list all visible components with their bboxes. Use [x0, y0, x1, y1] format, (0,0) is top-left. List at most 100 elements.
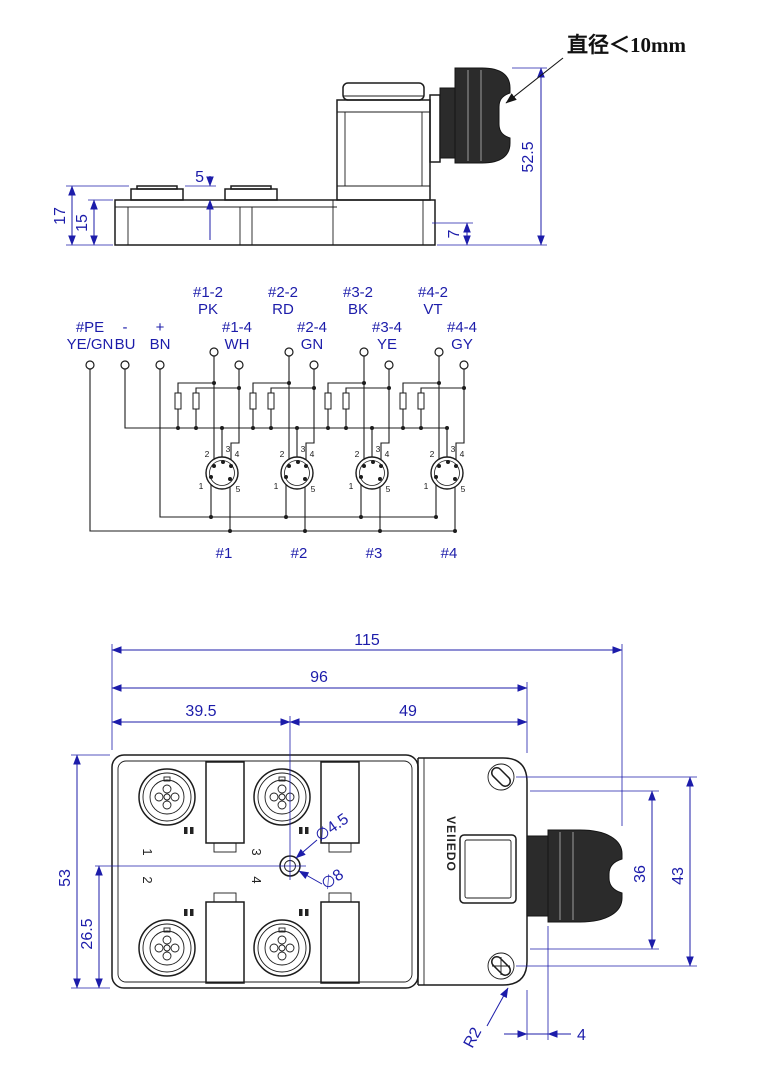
- center-cross: [492, 957, 510, 975]
- dim-r2: R2: [461, 1025, 486, 1051]
- led-indicator: [249, 392, 257, 410]
- signal-color: BK: [348, 301, 368, 318]
- device-body: [111, 754, 419, 989]
- wiring-port-3: #3-2 BK #3-4 YE 2 3 4: [324, 284, 402, 562]
- m12-connector: [138, 919, 196, 977]
- led-indicator: [417, 392, 425, 410]
- terminal-pe-id: #PE: [76, 319, 104, 336]
- pin-label: 5: [461, 484, 466, 494]
- mounting-slot: [491, 767, 511, 787]
- terminal-circle: [234, 360, 244, 370]
- dim-4: 4: [577, 1027, 586, 1044]
- pin-label: 4: [385, 449, 390, 459]
- side-view-dimensions: 52.5 7 17 15 5 直径＜10mm: [52, 33, 686, 246]
- pin-label: 1: [349, 481, 354, 491]
- terminal-minus-color: BU: [115, 336, 136, 353]
- pin-label: 5: [311, 484, 316, 494]
- pin-label: 1: [199, 481, 204, 491]
- dim-17: 17: [52, 207, 69, 225]
- mounting-slot: [491, 956, 511, 976]
- led-indicator: [174, 392, 182, 410]
- port-label: #3: [366, 545, 383, 562]
- pin-label: 1: [274, 481, 279, 491]
- side-view: [114, 67, 511, 246]
- dim-5: 5: [195, 169, 204, 186]
- dim-52-5: 52.5: [520, 141, 537, 172]
- wiring-port-4: #4-2 VT #4-4 GY 2 3 4: [399, 284, 477, 562]
- led-indicator: [324, 392, 332, 410]
- dim-43: 43: [670, 867, 687, 885]
- signal-id: #2-4: [297, 319, 327, 336]
- led-indicator: [342, 392, 350, 410]
- cable-gland-flange: [439, 87, 456, 159]
- wiring-diagram: #PE YE/GN - BU + BN #1-2 PK #1-4 WH: [67, 284, 477, 562]
- pin-label: 3: [301, 444, 306, 454]
- dim-115: 115: [354, 632, 380, 649]
- label-window: [205, 761, 245, 844]
- port-label: #4: [441, 545, 458, 562]
- pe-bus: [89, 369, 455, 532]
- terminal-minus-sign: -: [123, 319, 128, 336]
- terminal-circle: [85, 360, 95, 370]
- dim-53: 53: [57, 869, 74, 887]
- dim-15: 15: [74, 214, 91, 232]
- port-number: 4: [249, 876, 264, 883]
- cable-gland: [454, 67, 511, 164]
- signal-id: #4-4: [447, 319, 477, 336]
- pin-label: 5: [386, 484, 391, 494]
- dim-49: 49: [399, 703, 417, 720]
- m12-connector: [138, 768, 196, 826]
- dim-36: 36: [632, 865, 649, 883]
- pin-label: 3: [451, 444, 456, 454]
- pin-label: 3: [226, 444, 231, 454]
- pin-label: 5: [236, 484, 241, 494]
- terminal-plus-color: BN: [150, 336, 171, 353]
- dim-hole-8: ∅8: [319, 866, 348, 893]
- socket-cap: [130, 188, 184, 201]
- m12-connector: [253, 768, 311, 826]
- mounting-ear: [487, 763, 515, 791]
- signal-color: GY: [451, 336, 473, 353]
- led-indicator: [192, 392, 200, 410]
- port-label: #2: [291, 545, 308, 562]
- plus-bus: [159, 369, 436, 518]
- label-window: [205, 901, 245, 984]
- led-indicator: [267, 392, 275, 410]
- terminal-cover-window: [459, 834, 517, 904]
- port-number: 3: [249, 848, 264, 855]
- cable-diameter-note: 直径＜10mm: [567, 33, 686, 57]
- cable-gland-flange: [526, 835, 549, 917]
- signal-color: VT: [423, 301, 442, 318]
- signal-color: YE: [377, 336, 397, 353]
- signal-id: #2-2: [268, 284, 298, 301]
- pin-label: 2: [355, 449, 360, 459]
- signal-id: #3-4: [372, 319, 402, 336]
- pin-label: 2: [205, 449, 210, 459]
- terminal-pe-color: YE/GN: [67, 336, 114, 353]
- signal-id: #3-2: [343, 284, 373, 301]
- signal-color: PK: [198, 301, 218, 318]
- pin-label: 2: [430, 449, 435, 459]
- signal-id: #1-2: [193, 284, 223, 301]
- dim-7: 7: [446, 229, 463, 238]
- terminal-plus-sign: +: [156, 319, 165, 336]
- dim-96: 96: [310, 669, 328, 686]
- port-label: #1: [216, 545, 233, 562]
- wiring-port-2: #2-2 RD #2-4 GN 2 3 4: [249, 284, 327, 562]
- dim-hole-4-5: ∅4.5: [313, 811, 352, 846]
- signal-id: #1-4: [222, 319, 252, 336]
- pin-label: 4: [310, 449, 315, 459]
- terminal-circle: [120, 360, 130, 370]
- pin-label: 1: [424, 481, 429, 491]
- terminal-circle: [155, 360, 165, 370]
- pin-label: 2: [280, 449, 285, 459]
- pin-label: 3: [376, 444, 381, 454]
- pin-label: 4: [235, 449, 240, 459]
- dim-39-5: 39.5: [185, 703, 216, 720]
- cable-gland: [547, 829, 623, 923]
- mold-marks: [184, 827, 309, 916]
- gland-neck: [429, 94, 441, 163]
- signal-color: GN: [301, 336, 324, 353]
- m12-connector: [253, 919, 311, 977]
